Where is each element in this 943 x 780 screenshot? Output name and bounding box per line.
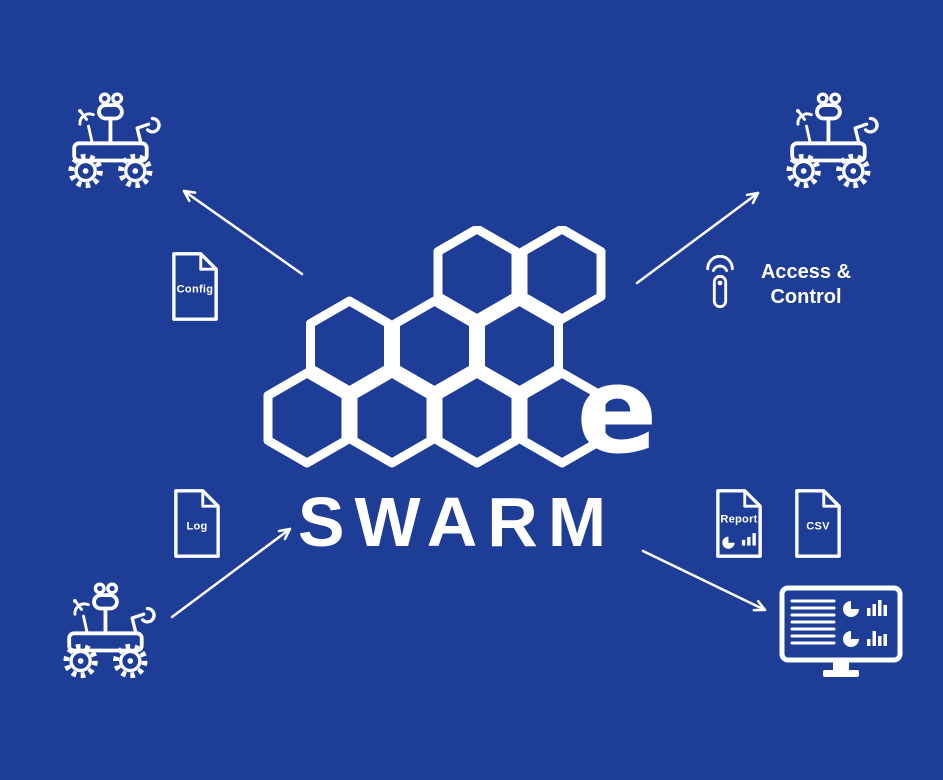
rover-icon-top-left <box>57 86 162 198</box>
pie-chart-icon <box>843 631 859 647</box>
report-file-label: Report <box>720 514 757 526</box>
config-file-icon: Config <box>168 250 222 328</box>
log-file-icon: Log <box>170 487 224 565</box>
pie-chart-icon <box>722 536 735 549</box>
text-lines-icon <box>790 599 836 645</box>
csv-file-label: CSV <box>806 520 830 532</box>
config-file-label: Config <box>177 283 214 295</box>
brand-letter: e <box>576 342 657 471</box>
report-file-icon: Report <box>712 487 766 565</box>
monitor-stand <box>823 660 859 677</box>
access-control-line1: Access & <box>760 261 852 283</box>
access-control-line2: Control <box>770 286 842 308</box>
rover-icon-top-right <box>775 86 880 198</box>
csv-file-icon: CSV <box>791 487 845 565</box>
access-control-label: Access & Control <box>750 260 862 310</box>
rover-icon-bottom-left <box>52 576 157 688</box>
bar-chart-icon <box>741 533 756 546</box>
honeycomb-cells <box>263 226 606 468</box>
logo-wordmark: SWARM <box>297 483 617 561</box>
honeycomb-logo: e <box>263 226 658 471</box>
bar-chart-icon <box>867 631 887 646</box>
remote-control-icon <box>701 251 739 318</box>
bar-chart-icon <box>867 600 887 616</box>
pie-chart-icon <box>843 601 859 617</box>
log-file-label: Log <box>186 520 207 532</box>
wifi-signal-icon <box>706 254 734 273</box>
monitor-screen <box>779 585 903 663</box>
dashboard-monitor-icon <box>779 585 903 688</box>
remote-body-icon <box>712 274 728 309</box>
